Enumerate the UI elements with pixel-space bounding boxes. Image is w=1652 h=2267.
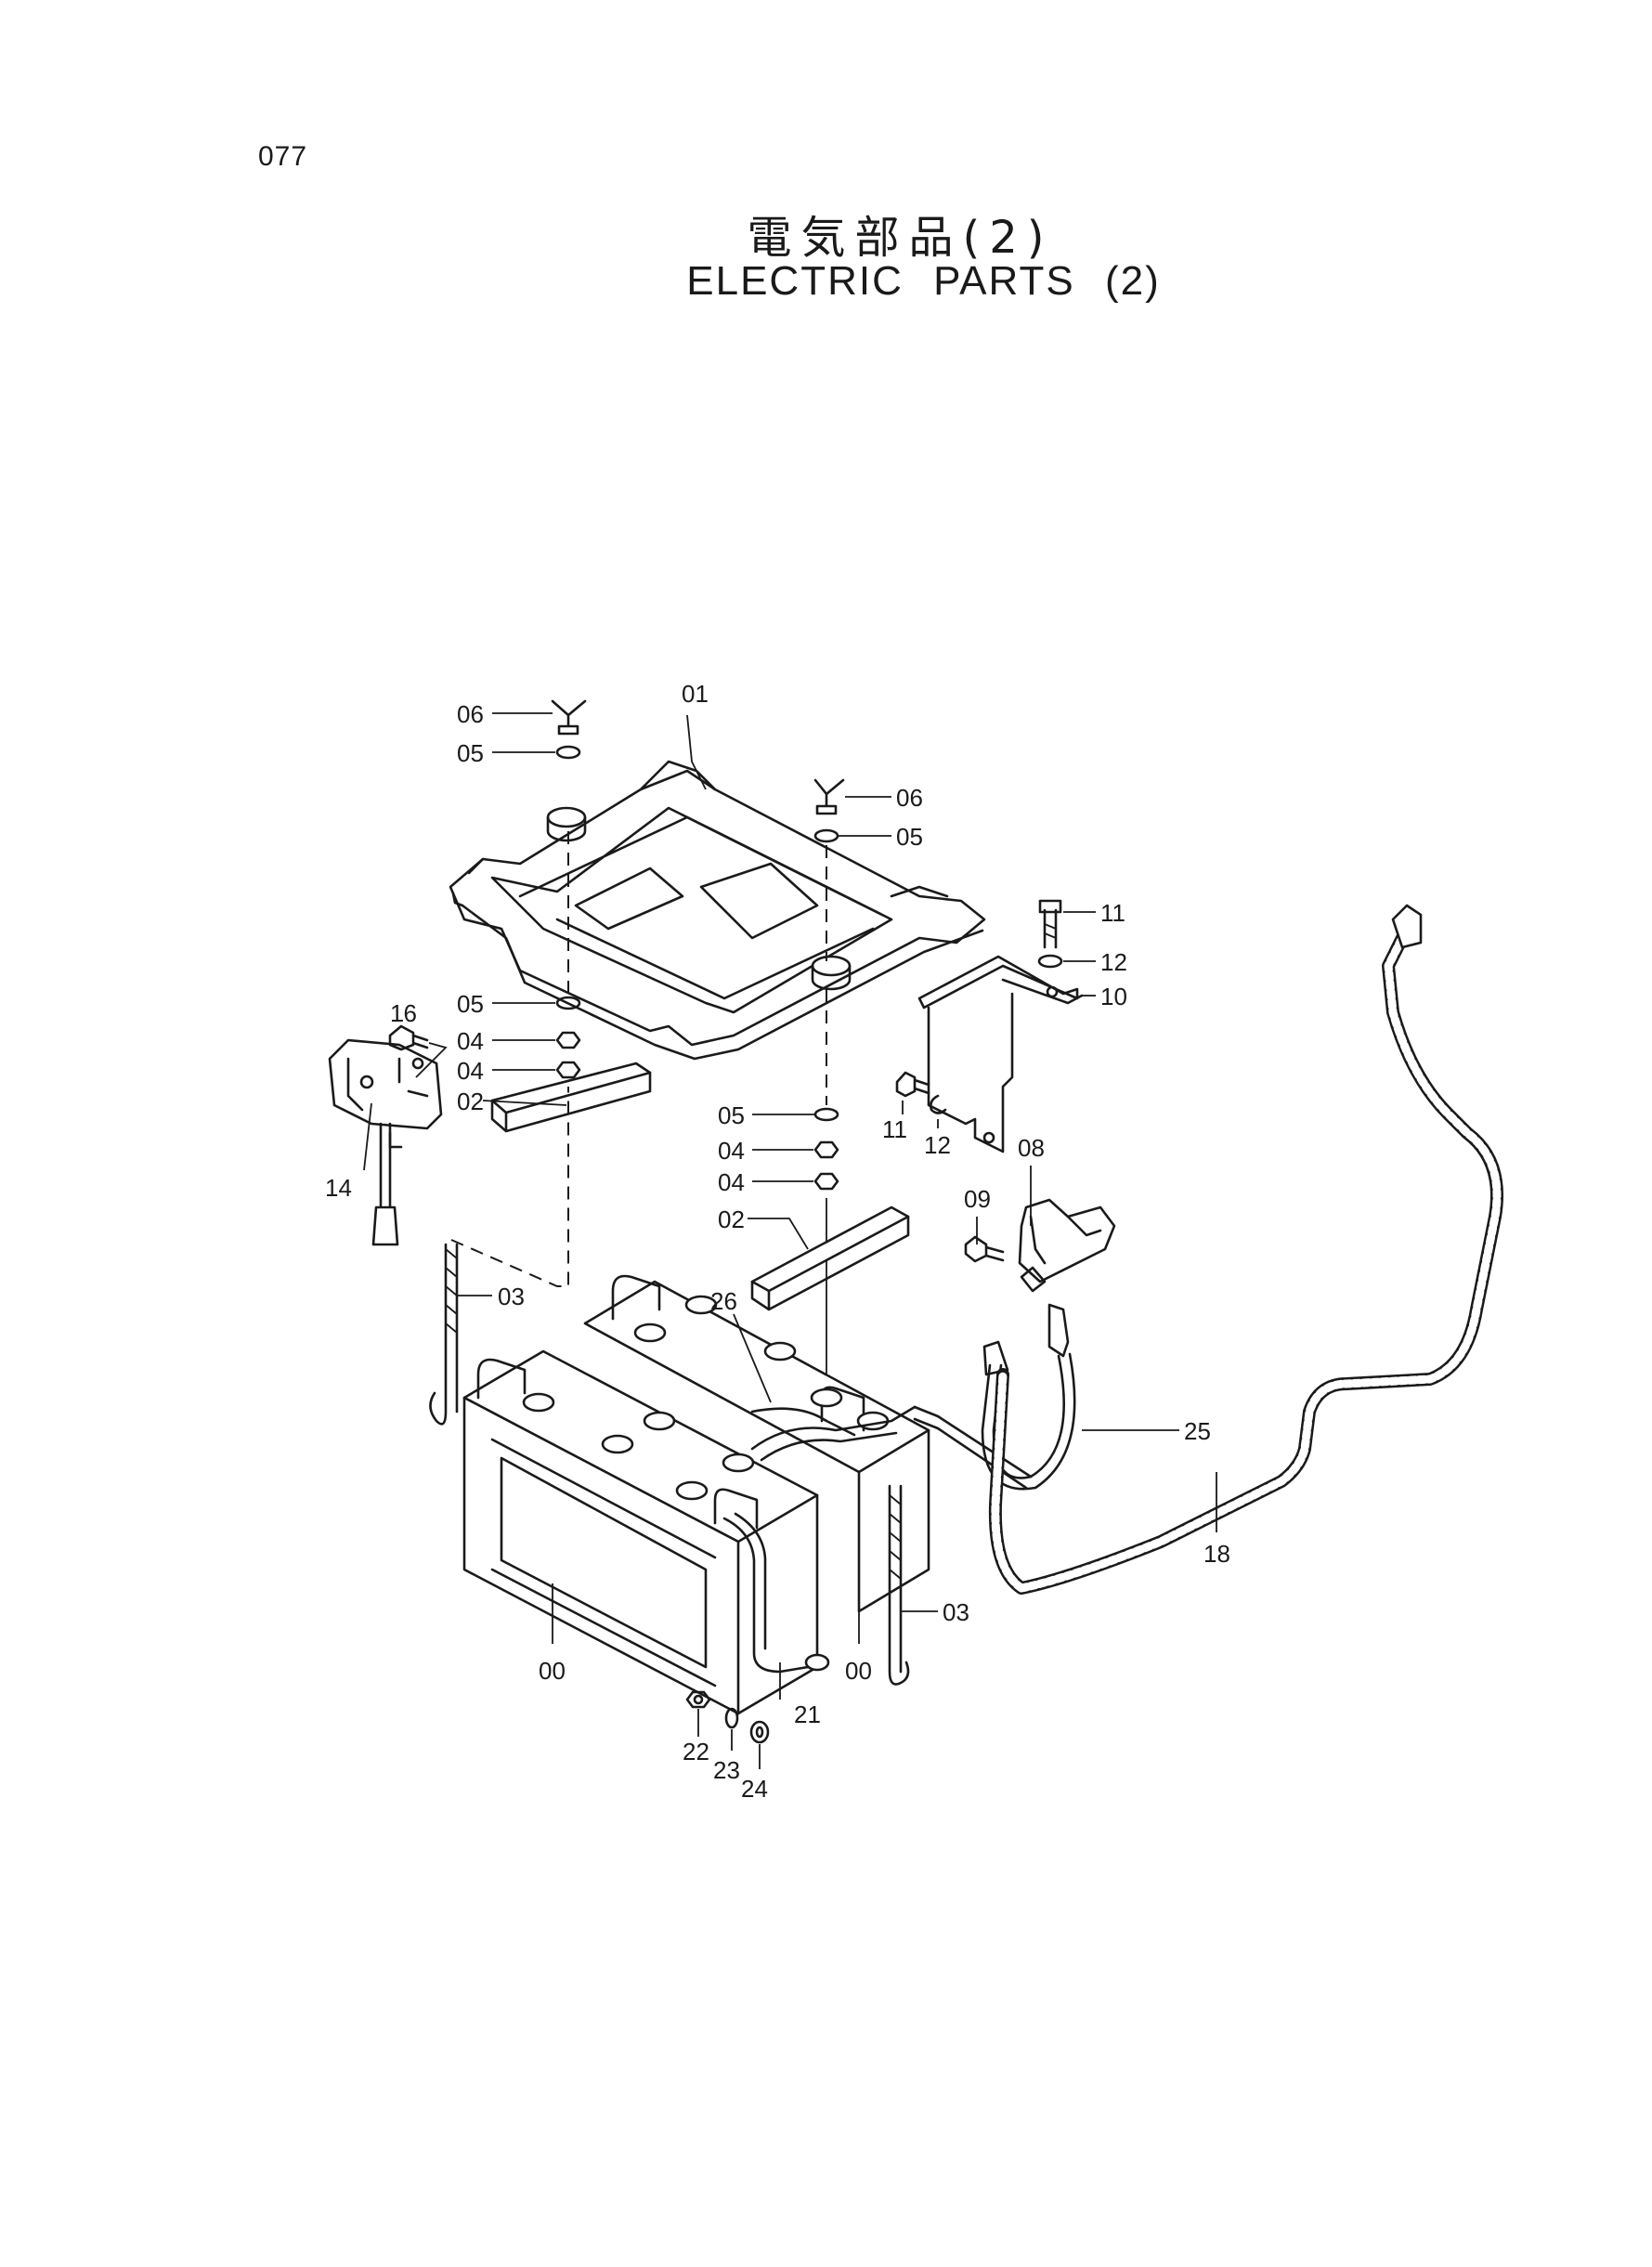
battery-front [462,1349,856,1715]
callout-26: 26 [710,1287,737,1315]
battery-rear [583,1274,930,1613]
callout-05-top-left: 05 [457,739,484,767]
callout-04-right-b: 04 [718,1168,745,1196]
bolt-lower [895,1071,947,1114]
callout-21: 21 [794,1700,821,1728]
callout-25: 25 [1184,1417,1211,1445]
j-hook-rod-right [888,1484,910,1686]
callout-12-top: 12 [1100,948,1127,976]
battery-to-relay-cable-edge [913,1417,1028,1490]
battery-cable-21 [722,1512,830,1674]
callout-labels: 06 05 01 06 05 11 12 10 16 05 04 04 02 0… [325,680,1230,1803]
callout-05-mid-right: 05 [718,1101,745,1129]
hold-down-bar-left [490,1062,652,1133]
hardware-stack-left [551,699,587,1079]
callout-09: 09 [964,1185,991,1213]
callout-00-right: 00 [845,1657,872,1685]
battery-to-relay-cable [913,1405,1033,1479]
battery-relay [964,1198,1116,1293]
callout-03-right: 03 [943,1598,969,1626]
terminal-hardware [685,1690,770,1744]
callout-04-right-a: 04 [718,1137,745,1165]
callout-05-mid-left: 05 [457,990,484,1018]
leader-lines [363,712,1217,1769]
callout-10: 10 [1100,983,1127,1010]
battery-cable-26 [750,1405,917,1462]
callout-00-left: 00 [539,1657,566,1685]
callout-16: 16 [390,999,417,1027]
callout-02-right: 02 [718,1205,745,1233]
battery-cover [449,760,986,1061]
hold-down-bar-right [750,1205,910,1311]
callout-14: 14 [325,1174,352,1202]
callout-01: 01 [682,680,709,708]
wiring-harness [988,904,1503,1595]
callout-22: 22 [683,1738,709,1765]
callout-11-top: 11 [1100,899,1125,927]
bracket [917,955,1084,1153]
callout-08: 08 [1018,1134,1045,1162]
callout-04-left-b: 04 [457,1057,484,1085]
callout-02-left: 02 [457,1088,484,1115]
callout-03-left: 03 [498,1283,525,1310]
callout-18: 18 [1203,1540,1230,1568]
callout-04-left-a: 04 [457,1027,484,1055]
circuit-breaker [328,1024,448,1246]
page-title-english: ELECTRIC PARTS (2) [686,258,1161,304]
bolt-top [1037,899,1063,969]
callout-24: 24 [741,1775,768,1803]
callout-06-left: 06 [457,700,484,728]
callout-05-top-right: 05 [896,823,923,851]
page-title-japanese: 電気部品(2) [747,212,1054,264]
callout-23: 23 [713,1756,740,1784]
callout-11-lower: 11 [882,1115,907,1143]
callout-06-right: 06 [896,784,923,812]
callout-12-lower: 12 [924,1131,951,1159]
j-hook-rod-left [429,1087,569,1426]
page-number: 077 [258,141,308,172]
